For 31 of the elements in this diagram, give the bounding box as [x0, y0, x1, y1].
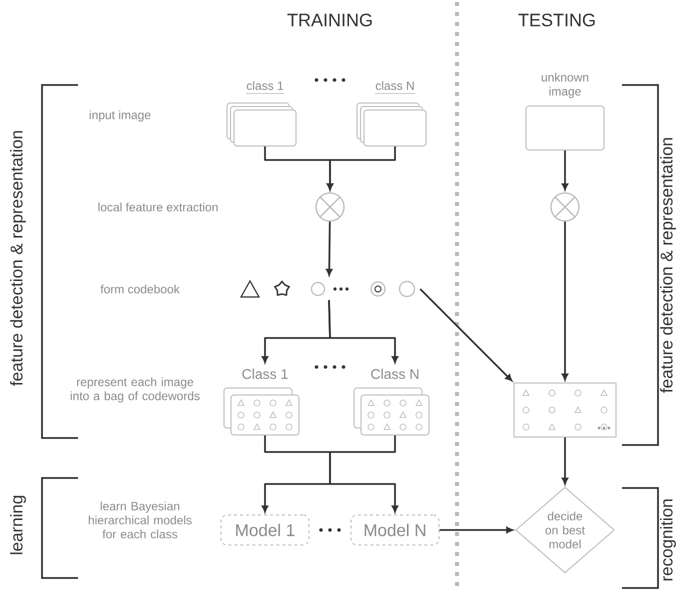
- step-label: local feature extraction: [98, 202, 218, 212]
- arrow: [329, 436, 398, 512]
- arrow: [562, 222, 568, 380]
- bracket-label: feature detection & representation: [660, 138, 676, 393]
- arrow: [420, 288, 512, 382]
- step-label: form codebook: [100, 284, 180, 294]
- class-heading: class N: [374, 81, 416, 94]
- bracket-label: feature detection & representation: [10, 131, 26, 386]
- bracket-label: recognition: [660, 500, 676, 580]
- model-box: Model 1: [220, 514, 310, 546]
- class-heading: Class N: [371, 368, 418, 379]
- arrow: [326, 146, 396, 190]
- bracket-label: learning: [10, 496, 26, 554]
- arrow: [562, 438, 568, 484]
- arrow: [328, 300, 398, 363]
- step-label: represent each image into a bag of codewords: [70, 377, 200, 403]
- section-title: TRAINING: [287, 14, 372, 26]
- feature-extraction-icon: [550, 192, 580, 222]
- section-title: TESTING: [518, 14, 595, 26]
- arrow: [562, 150, 568, 190]
- arrow: [262, 436, 331, 512]
- arrow: [326, 222, 332, 276]
- codeword-histogram: [514, 382, 616, 438]
- image-caption: unknown image: [542, 72, 588, 98]
- class-heading: class 1: [245, 81, 285, 94]
- model-box: Model N: [350, 514, 440, 546]
- class-heading: Class 1: [242, 368, 288, 379]
- step-label: learn Bayesian hierarchical models for each class: [88, 502, 192, 538]
- arrow: [440, 526, 513, 534]
- step-label: input image: [90, 110, 150, 122]
- feature-extraction-icon: [315, 192, 345, 222]
